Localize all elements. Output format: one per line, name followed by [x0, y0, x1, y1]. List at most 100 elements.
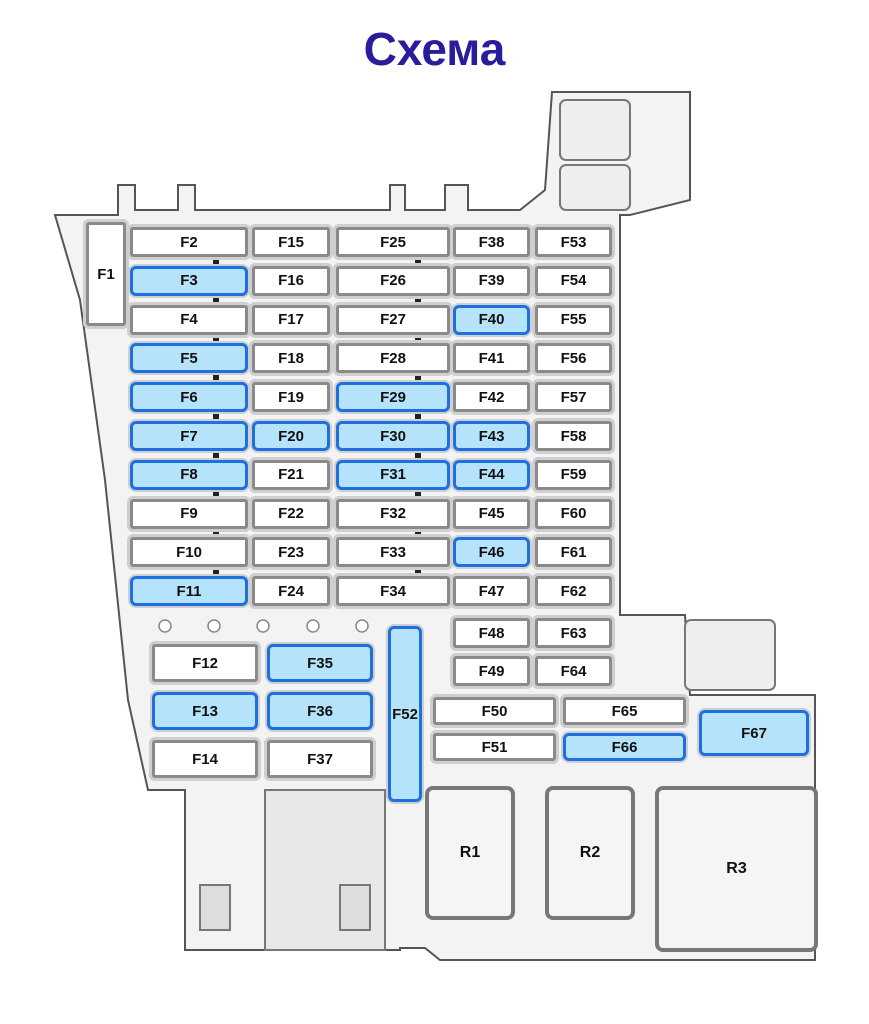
fuse-f46: F46 [453, 537, 530, 568]
fuse-label: F2 [180, 233, 198, 251]
fuse-label: F65 [611, 702, 638, 720]
fuse-f35: F35 [267, 644, 373, 682]
fuse-label: F64 [560, 662, 587, 680]
fuse-label: F18 [278, 349, 304, 367]
fuse-label: F27 [380, 311, 406, 329]
fuse-f14: F14 [152, 740, 258, 778]
fuse-f23: F23 [252, 537, 330, 568]
fuse-label: F41 [478, 349, 505, 367]
fuse-f30: F30 [336, 421, 450, 451]
fuse-f43: F43 [453, 421, 530, 451]
fuse-label: F62 [560, 582, 587, 600]
fuse-label: F17 [278, 311, 304, 329]
fuse-f53: F53 [535, 227, 612, 257]
fuse-f48: F48 [453, 618, 530, 648]
fuse-f39: F39 [453, 265, 530, 296]
fuse-label: F29 [380, 388, 406, 406]
fuse-f41: F41 [453, 343, 530, 374]
fuse-label: F34 [380, 582, 406, 600]
fuse-label: F11 [176, 582, 202, 600]
fuse-label: F66 [611, 738, 638, 756]
fuse-label: F47 [478, 582, 505, 600]
fuse-label: F32 [380, 505, 406, 523]
fuse-label: F56 [560, 349, 587, 367]
fuse-f57: F57 [535, 382, 612, 413]
fuse-label: F60 [560, 505, 587, 523]
fuse-f5: F5 [130, 343, 248, 374]
fuse-f47: F47 [453, 576, 530, 607]
fuse-f51: F51 [433, 733, 556, 761]
fuse-label: F25 [380, 233, 406, 251]
fuse-f31: F31 [336, 459, 450, 490]
fuse-f32: F32 [336, 498, 450, 529]
fuse-f55: F55 [535, 304, 612, 335]
fuse-label: F59 [560, 466, 587, 484]
fuse-label: F53 [560, 233, 587, 251]
fuse-label: F37 [307, 750, 333, 768]
fuse-label: F38 [478, 233, 505, 251]
fuse-f6: F6 [130, 382, 248, 413]
fuse-f19: F19 [252, 382, 330, 413]
fuse-f21: F21 [252, 459, 330, 490]
fuse-f17: F17 [252, 304, 330, 335]
relay-r3: R3 [655, 786, 818, 952]
fuse-label: F28 [380, 349, 406, 367]
fuse-f56: F56 [535, 343, 612, 374]
fuse-f28: F28 [336, 343, 450, 374]
fuse-f60: F60 [535, 498, 612, 529]
fuse-f7: F7 [130, 421, 248, 451]
fuse-f59: F59 [535, 459, 612, 490]
fuse-f26: F26 [336, 265, 450, 296]
fuse-label: F54 [560, 272, 587, 290]
fuse-f61: F61 [535, 537, 612, 568]
fuse-label: F7 [180, 427, 198, 445]
fuse-f29: F29 [336, 382, 450, 413]
fuse-label: F13 [192, 702, 218, 720]
fuse-label: F26 [380, 272, 406, 290]
fuse-f4: F4 [130, 304, 248, 335]
fuse-f44: F44 [453, 459, 530, 490]
fuse-f49: F49 [453, 656, 530, 686]
fuse-label: F48 [478, 624, 505, 642]
fuse-label: F57 [560, 388, 587, 406]
relay-r1: R1 [425, 786, 515, 920]
fuse-f33: F33 [336, 537, 450, 568]
fuse-label: F43 [478, 427, 505, 445]
fuse-f18: F18 [252, 343, 330, 374]
fuse-label: F50 [481, 702, 508, 720]
fuse-f8: F8 [130, 459, 248, 490]
fuse-f62: F62 [535, 576, 612, 607]
fuse-label: F20 [278, 427, 304, 445]
fuse-label: F45 [478, 505, 505, 523]
fuse-f16: F16 [252, 265, 330, 296]
fuse-label: F58 [560, 427, 587, 445]
fuse-label: F67 [741, 724, 767, 742]
fuse-label: F8 [180, 466, 198, 484]
fuse-f52: F52 [388, 626, 422, 802]
fuse-f11: F11 [130, 576, 248, 607]
fuse-label: F9 [180, 505, 198, 523]
fuse-f40: F40 [453, 304, 530, 335]
fuse-label: F35 [307, 654, 333, 672]
fuse-label: F40 [478, 311, 505, 329]
fuse-label: F5 [180, 349, 198, 367]
fuse-f3: F3 [130, 265, 248, 296]
fuse-f15: F15 [252, 227, 330, 257]
fuse-f54: F54 [535, 265, 612, 296]
fuse-f13: F13 [152, 692, 258, 730]
fuse-label: F51 [481, 738, 508, 756]
relay-label: R3 [726, 860, 747, 877]
fuse-f50: F50 [433, 697, 556, 725]
fuse-f9: F9 [130, 498, 248, 529]
fuse-f38: F38 [453, 227, 530, 257]
fuse-f34: F34 [336, 576, 450, 607]
fuse-label: F44 [478, 466, 505, 484]
fuse-label: F21 [278, 466, 304, 484]
fuse-label: F52 [392, 705, 418, 723]
fuse-label: F14 [192, 750, 218, 768]
relay-label: R1 [459, 844, 481, 861]
fuse-label: F22 [278, 505, 304, 523]
fuse-label: F3 [180, 272, 198, 290]
fuse-f25: F25 [336, 227, 450, 257]
fuse-f42: F42 [453, 382, 530, 413]
